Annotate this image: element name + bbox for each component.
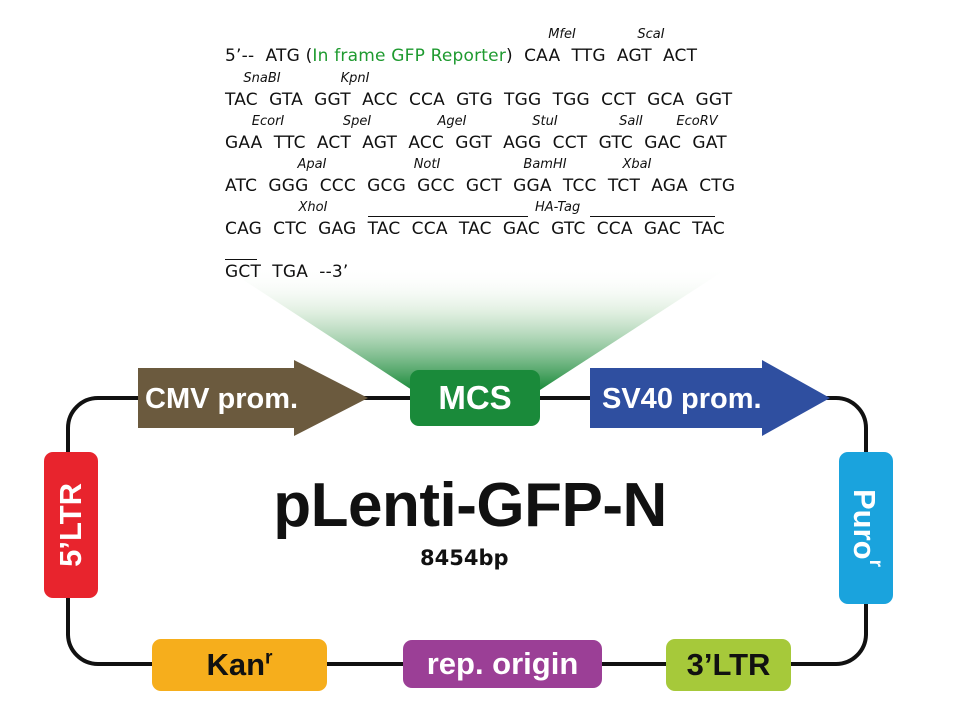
kan-label: Kanr	[206, 647, 273, 682]
sequence-line-4: ATC GGG CCC GCG GCC GCT GGA TCC TCT AGA …	[225, 176, 736, 196]
plasmid-title: pLenti-GFP-N	[273, 471, 667, 540]
ltr5-box: 5’LTR	[44, 452, 98, 598]
rep-origin-label: rep. origin	[426, 646, 579, 681]
ha-tag-underline	[590, 216, 715, 217]
cmv-promoter-arrow	[138, 360, 368, 436]
restriction-site-label: AgeI	[437, 114, 467, 129]
sequence-line-3: GAA TTC ACT AGT ACC GGT AGG CCT GTC GAC …	[225, 133, 727, 153]
restriction-site-label: MfeI	[548, 27, 576, 42]
puro-box: Puror	[839, 452, 893, 604]
restriction-site-label: XbaI	[622, 157, 652, 172]
sequence-line-5: CAG CTC GAG TAC CCA TAC GAC GTC CCA GAC …	[225, 219, 725, 239]
restriction-site-label: BamHI	[523, 157, 567, 172]
sv40-promoter-label: SV40 prom.	[602, 382, 762, 415]
restriction-site-label: SalI	[619, 114, 643, 129]
ltr3-box: 3’LTR	[666, 639, 791, 691]
ha-tag-label: HA-Tag	[535, 200, 581, 215]
mcs-zoom-callout	[225, 268, 728, 390]
restriction-site-label: ApaI	[297, 157, 327, 172]
restriction-site-label: KpnI	[340, 71, 370, 86]
restriction-site-label: SnaBI	[243, 71, 281, 86]
ltr5-label: 5’LTR	[53, 483, 88, 567]
sequence-line-6: GCT TGA --3’	[225, 262, 349, 282]
puro-label: Puror	[846, 488, 887, 568]
sequence-line-2: TAC GTA GGT ACC CCA GTG TGG TGG CCT GCA …	[225, 90, 733, 110]
rep-origin-box: rep. origin	[403, 640, 602, 688]
restriction-site-label: EcoRV	[676, 114, 718, 129]
restriction-site-label: NotI	[413, 157, 441, 172]
sequence-line-1: 5’-- ATG (In frame GFP Reporter) CAA TTG…	[225, 46, 698, 66]
cmv-promoter-label: CMV prom.	[145, 382, 299, 415]
sv40-promoter-arrow	[590, 360, 830, 436]
ha-tag-underline	[368, 216, 528, 217]
mcs-box: MCS	[410, 370, 540, 426]
restriction-site-label: StuI	[532, 114, 558, 129]
ha-tag-underline	[225, 259, 257, 260]
restriction-site-label: ScaI	[637, 27, 665, 42]
kan-box: Kanr	[152, 639, 327, 691]
mcs-label: MCS	[438, 379, 512, 416]
ltr3-label: 3’LTR	[686, 647, 771, 682]
restriction-site-label: SpeI	[342, 114, 372, 129]
plasmid-size: 8454bp	[420, 546, 509, 570]
gfp-reporter-label: In frame GFP Reporter	[312, 46, 507, 66]
restriction-site-label: EcorI	[251, 114, 285, 129]
restriction-site-label: XhoI	[298, 200, 328, 215]
